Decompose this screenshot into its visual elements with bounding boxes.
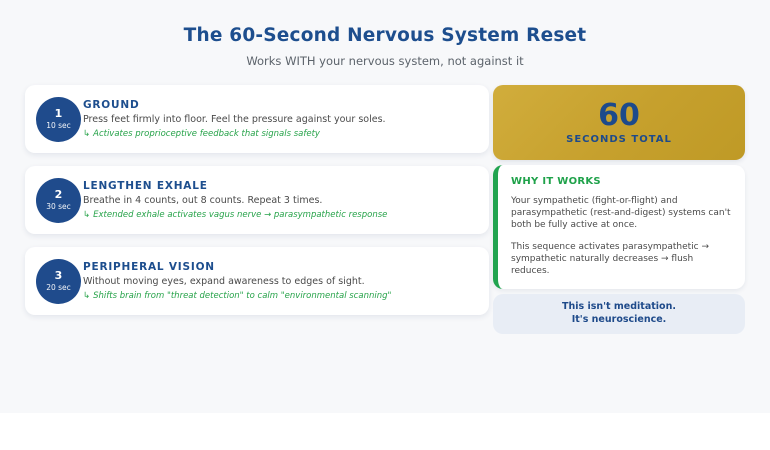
step-note: ↳Activates proprioceptive feedback that … [83,129,386,139]
note-arrow-icon: ↳ [83,128,91,139]
step-text-block: LENGTHEN EXHALE Breathe in 4 counts, out… [83,180,387,220]
step-note-text: Shifts brain from "threat detection" to … [93,290,392,301]
step-note: ↳Shifts brain from "threat detection" to… [83,291,391,301]
summary-column: 60 SECONDS TOTAL WHY IT WORKS Your sympa… [493,85,745,334]
step-note-text: Activates proprioceptive feedback that s… [93,128,320,139]
why-paragraph-2: This sequence activates parasympathetic … [511,242,710,276]
steps-list: 1 10 sec GROUND Press feet firmly into f… [25,85,489,315]
step-duration: 20 sec [46,282,71,292]
step-description: Press feet firmly into floor. Feel the p… [83,114,386,126]
step-title: LENGTHEN EXHALE [83,180,208,193]
step-title: GROUND [83,99,140,112]
step-number: 2 [54,188,63,202]
footer-line-2: It's neuroscience. [571,314,667,325]
page-title: The 60-Second Nervous System Reset [183,25,587,46]
step-card-ground: 1 10 sec GROUND Press feet firmly into f… [25,85,489,153]
total-seconds-label: SECONDS TOTAL [566,133,672,145]
total-seconds-value: 60 [598,97,640,133]
step-text-block: PERIPHERAL VISION Without moving eyes, e… [83,261,391,301]
page-subtitle: Works WITH your nervous system, not agai… [246,54,524,68]
content-area: 1 10 sec GROUND Press feet firmly into f… [25,85,745,334]
step-duration: 10 sec [46,120,71,130]
note-arrow-icon: ↳ [83,290,91,301]
step-title: PERIPHERAL VISION [83,261,215,274]
footer-note: This isn't meditation. It's neuroscience… [493,294,745,334]
why-it-works-panel: WHY IT WORKS Your sympathetic (fight-or-… [493,165,745,289]
footer-line-1: This isn't meditation. [562,301,676,313]
step-text-block: GROUND Press feet firmly into floor. Fee… [83,99,386,139]
step-duration: 30 sec [46,201,71,211]
step-description: Breathe in 4 counts, out 8 counts. Repea… [83,195,323,207]
step-number: 1 [54,107,63,121]
why-paragraph-1: Your sympathetic (fight-or-flight) and p… [511,196,731,230]
header: The 60-Second Nervous System Reset Works… [0,0,770,68]
step-description: Without moving eyes, expand awareness to… [83,276,365,288]
note-arrow-icon: ↳ [83,209,91,220]
step-number-badge: 3 20 sec [36,258,81,304]
step-card-peripheral-vision: 3 20 sec PERIPHERAL VISION Without movin… [25,247,489,315]
step-note-text: Extended exhale activates vagus nerve → … [93,209,388,220]
step-card-lengthen-exhale: 2 30 sec LENGTHEN EXHALE Breathe in 4 co… [25,166,489,234]
page-background: The 60-Second Nervous System Reset Works… [0,0,770,334]
step-note: ↳Extended exhale activates vagus nerve →… [83,210,387,220]
total-time-box: 60 SECONDS TOTAL [493,85,745,160]
step-number-badge: 1 10 sec [36,96,81,142]
step-number: 3 [54,269,63,283]
why-it-works-heading: WHY IT WORKS [511,176,601,187]
step-number-badge: 2 30 sec [36,177,81,223]
